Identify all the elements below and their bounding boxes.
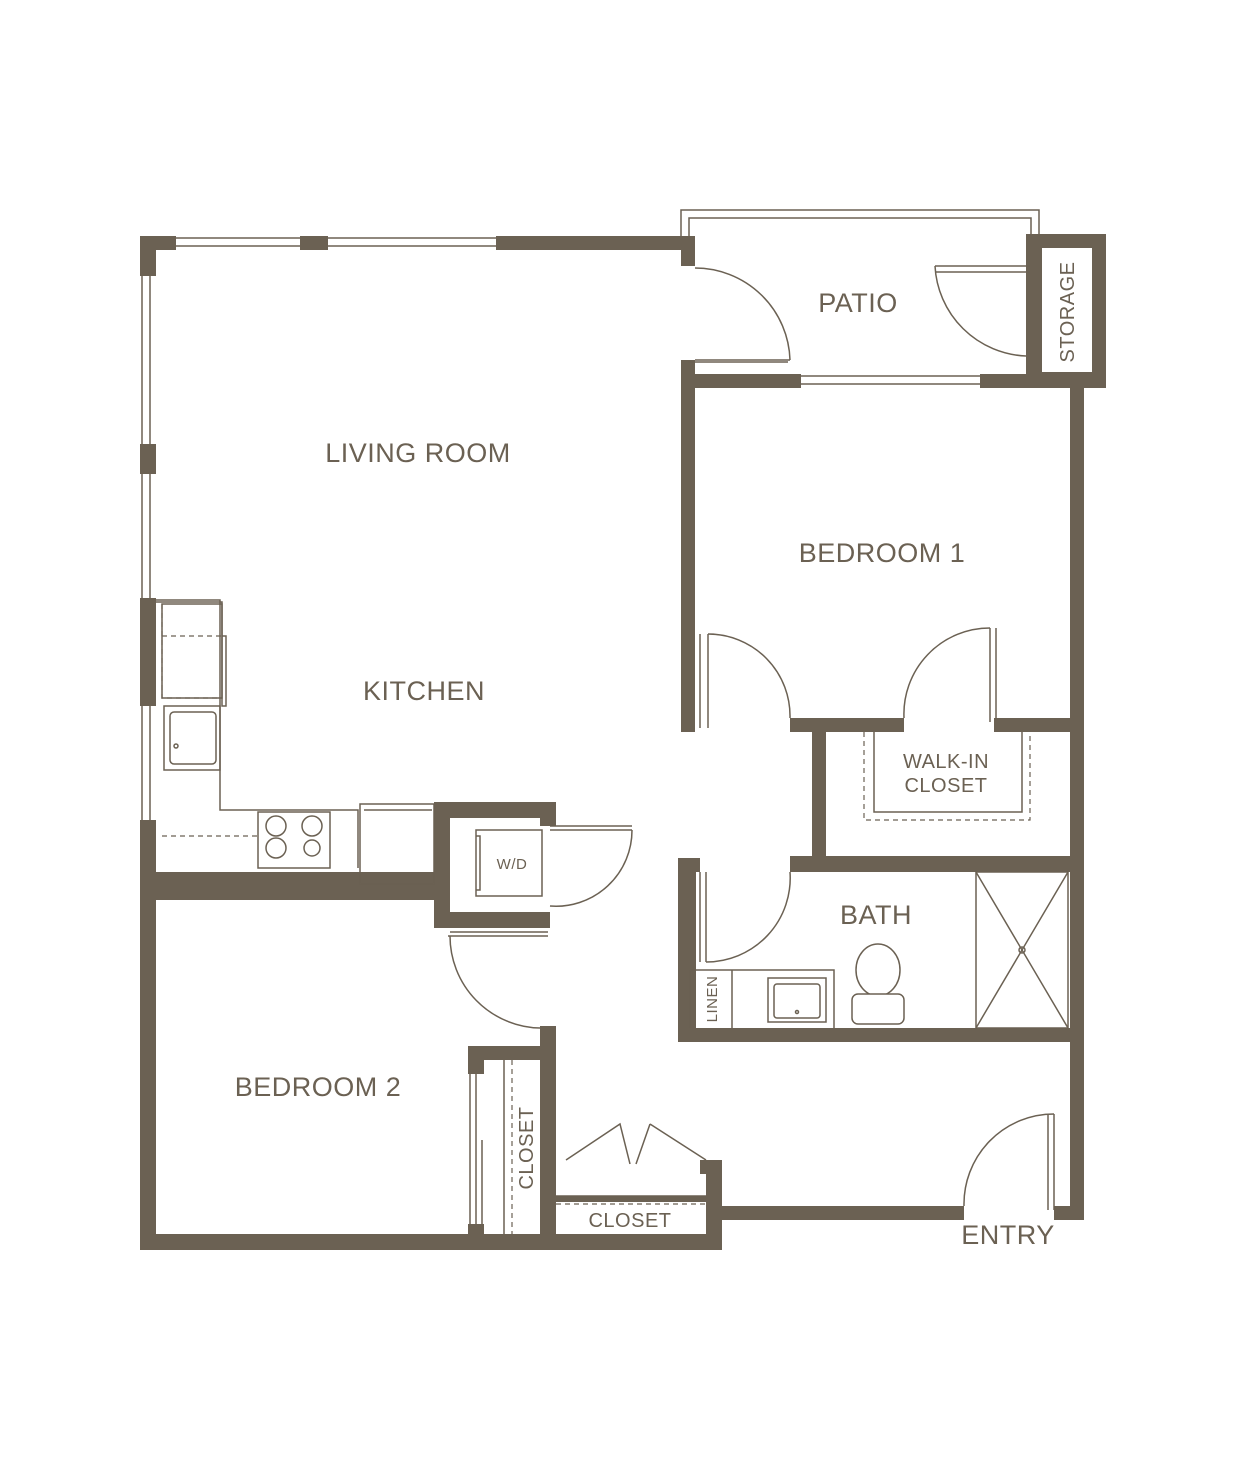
shower-icon	[975, 871, 1069, 1029]
patio-railing	[680, 209, 1040, 236]
walls	[140, 234, 1106, 1250]
kitchen-counter	[156, 599, 359, 868]
room-label-living-room: LIVING ROOM	[325, 438, 511, 468]
vanity	[689, 969, 835, 1028]
closet-shelf	[503, 1060, 513, 1234]
room-label-entry: ENTRY	[961, 1220, 1055, 1250]
room-label-walk-in-line2: CLOSET	[904, 775, 987, 797]
room-label-hall-closet: CLOSET	[588, 1210, 671, 1232]
sink-icon	[767, 977, 827, 1023]
room-label-storage: STORAGE	[1057, 262, 1079, 363]
room-label-walk-in-line1: WALK-IN	[903, 751, 989, 773]
washer-dryer-icon	[475, 829, 543, 897]
refrigerator-icon	[161, 603, 223, 699]
window-icon	[141, 237, 980, 820]
closet-shelf	[863, 732, 1031, 821]
door-swing-icon	[448, 265, 1055, 1224]
stove-icon	[257, 811, 331, 869]
room-label-bath: BATH	[840, 900, 912, 930]
dishwasher-icon	[359, 803, 435, 885]
toilet-icon	[851, 943, 905, 1025]
room-label-kitchen: KITCHEN	[363, 676, 485, 706]
closet-shelf	[556, 1195, 706, 1205]
room-label-bedroom-2: BEDROOM 2	[235, 1072, 402, 1102]
sink-icon	[163, 705, 221, 771]
room-label-washer-dryer: W/D	[497, 856, 528, 873]
room-label-patio: PATIO	[818, 288, 898, 318]
room-label-bedroom-1: BEDROOM 1	[799, 538, 966, 568]
room-label-linen: LINEN	[704, 976, 721, 1023]
room-label-bedroom-2-closet: CLOSET	[516, 1106, 538, 1189]
